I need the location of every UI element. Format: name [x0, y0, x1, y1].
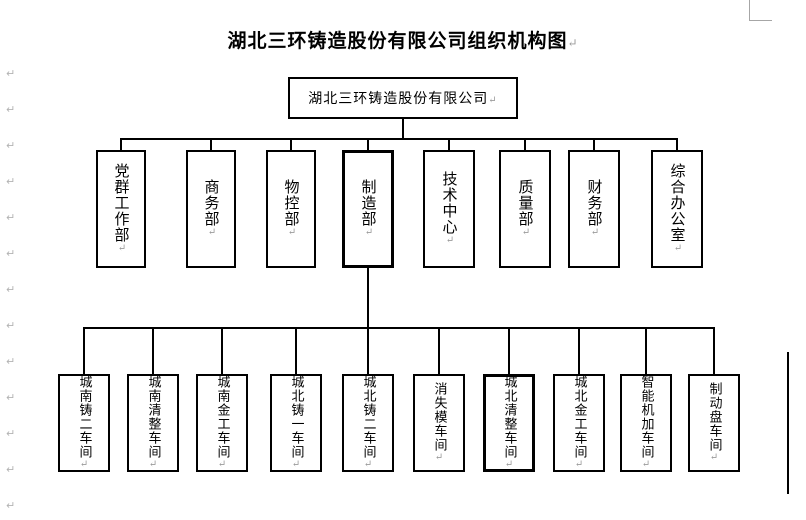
connector-drop-workshop-1: [152, 327, 154, 374]
org-node-workshop-5-return-mark: ↵: [433, 452, 445, 464]
org-node-root[interactable]: 湖北三环铸造股份有限公司↵: [288, 77, 518, 119]
org-node-workshop-0-label: 城南铸二车间↵: [76, 375, 92, 471]
paragraph-mark: ↵: [6, 427, 16, 440]
org-node-workshop-5-label: 消失模车间↵: [431, 382, 447, 464]
org-node-department-7-return-mark: ↵: [672, 243, 684, 255]
org-node-department-6[interactable]: 财务部↵: [568, 150, 620, 268]
org-node-workshop-1-return-mark: ↵: [147, 459, 159, 471]
org-node-workshop-8-label: 智能机加车间↵: [638, 375, 654, 471]
org-node-workshop-0-return-mark: ↵: [78, 459, 90, 471]
org-node-workshop-7-label: 城北金工车间↵: [571, 375, 587, 471]
org-node-department-5-return-mark: ↵: [520, 227, 532, 239]
org-node-department-3-label: 制造部↵: [359, 179, 378, 239]
paragraph-mark: ↵: [6, 283, 16, 296]
org-node-department-2[interactable]: 物控部↵: [266, 150, 316, 268]
org-node-workshop-9[interactable]: 制动盘车间↵: [688, 374, 740, 472]
org-node-department-4-label: 技术中心↵: [440, 171, 459, 247]
connector-drop-department-4: [448, 138, 450, 150]
org-node-workshop-2[interactable]: 城南金工车间↵: [196, 374, 248, 472]
org-node-workshop-1[interactable]: 城南清整车间↵: [127, 374, 179, 472]
org-node-department-1-return-mark: ↵: [206, 227, 218, 239]
org-node-workshop-1-label: 城南清整车间↵: [145, 375, 161, 471]
org-node-department-2-label: 物控部↵: [282, 179, 301, 239]
paragraph-mark: ↵: [6, 463, 16, 476]
org-node-workshop-7[interactable]: 城北金工车间↵: [553, 374, 605, 472]
org-node-workshop-9-return-mark: ↵: [708, 452, 720, 464]
connector-drop-workshop-0: [83, 327, 85, 374]
org-node-department-2-return-mark: ↵: [286, 227, 298, 239]
org-node-workshop-6[interactable]: 城北清整车间↵: [483, 374, 535, 472]
org-node-department-4-return-mark: ↵: [444, 235, 456, 247]
page-edge-rule: [787, 352, 789, 494]
org-node-workshop-0[interactable]: 城南铸二车间↵: [58, 374, 110, 472]
paragraph-mark: ↵: [6, 355, 16, 368]
org-node-department-1[interactable]: 商务部↵: [186, 150, 236, 268]
connector-drop-department-7: [676, 138, 678, 150]
org-node-department-7-label: 综合办公室↵: [668, 163, 687, 255]
org-node-department-0[interactable]: 党群工作部↵: [96, 150, 146, 268]
org-node-workshop-5[interactable]: 消失模车间↵: [413, 374, 465, 472]
paragraph-mark: ↵: [6, 175, 16, 188]
connector-drop-department-3: [367, 138, 369, 150]
connector-manufacturing-stem: [367, 268, 369, 328]
org-node-workshop-4-return-mark: ↵: [362, 459, 374, 471]
org-node-department-7[interactable]: 综合办公室↵: [651, 150, 703, 268]
org-node-department-1-label: 商务部↵: [202, 179, 221, 239]
connector-workshops-bus: [83, 327, 714, 329]
paragraph-mark: ↵: [6, 319, 16, 332]
connector-drop-workshop-4: [367, 327, 369, 374]
connector-drop-workshop-3: [295, 327, 297, 374]
connector-drop-department-5: [524, 138, 526, 150]
org-node-workshop-2-return-mark: ↵: [216, 459, 228, 471]
page-title-text: 湖北三环铸造股份有限公司组织机构图: [227, 30, 568, 52]
org-node-department-5-label: 质量部↵: [516, 179, 535, 239]
org-node-root-return-mark: ↵: [488, 95, 498, 106]
page-title: 湖北三环铸造股份有限公司组织机构图↵: [0, 26, 806, 53]
paragraph-mark: ↵: [6, 139, 16, 152]
org-node-workshop-2-label: 城南金工车间↵: [214, 375, 230, 471]
page-margin-corner-marker: [749, 0, 772, 21]
org-node-department-6-label: 财务部↵: [585, 179, 604, 239]
org-node-department-3[interactable]: 制造部↵: [342, 150, 394, 268]
org-node-workshop-4[interactable]: 城北铸二车间↵: [342, 374, 394, 472]
org-node-root-label: 湖北三环铸造股份有限公司↵: [308, 91, 498, 107]
org-node-workshop-4-label: 城北铸二车间↵: [360, 375, 376, 471]
connector-drop-department-0: [120, 138, 122, 150]
org-node-workshop-7-return-mark: ↵: [573, 459, 585, 471]
connector-drop-workshop-5: [438, 327, 440, 374]
org-node-department-5[interactable]: 质量部↵: [499, 150, 551, 268]
connector-drop-workshop-9: [713, 327, 715, 374]
org-node-department-6-return-mark: ↵: [589, 227, 601, 239]
org-node-workshop-6-return-mark: ↵: [503, 459, 515, 471]
org-node-workshop-6-label: 城北清整车间↵: [501, 375, 517, 471]
connector-drop-workshop-7: [578, 327, 580, 374]
org-node-workshop-8-return-mark: ↵: [640, 459, 652, 471]
org-node-workshop-3-label: 城北铸一车间↵: [288, 375, 304, 471]
paragraph-mark: ↵: [6, 67, 16, 80]
org-node-department-0-label: 党群工作部↵: [112, 163, 131, 255]
connector-drop-department-6: [593, 138, 595, 150]
connector-drop-department-1: [210, 138, 212, 150]
org-node-workshop-3-return-mark: ↵: [290, 459, 302, 471]
org-node-workshop-3[interactable]: 城北铸一车间↵: [270, 374, 322, 472]
connector-drop-workshop-8: [645, 327, 647, 374]
paragraph-mark: ↵: [6, 211, 16, 224]
connector-drop-workshop-2: [221, 327, 223, 374]
connector-departments-bus: [120, 138, 678, 140]
connector-root-stem: [402, 119, 404, 139]
org-node-department-3-return-mark: ↵: [363, 227, 375, 239]
paragraph-mark: ↵: [6, 391, 16, 404]
paragraph-mark: ↵: [6, 103, 16, 116]
org-node-workshop-9-label: 制动盘车间↵: [706, 382, 722, 464]
paragraph-mark: ↵: [6, 247, 16, 260]
paragraph-mark: ↵: [6, 499, 16, 512]
connector-drop-workshop-6: [508, 327, 510, 374]
connector-drop-department-2: [290, 138, 292, 150]
org-node-workshop-8[interactable]: 智能机加车间↵: [620, 374, 672, 472]
org-node-department-0-return-mark: ↵: [116, 243, 128, 255]
org-node-department-4[interactable]: 技术中心↵: [423, 150, 475, 268]
title-return-mark: ↵: [567, 36, 579, 50]
